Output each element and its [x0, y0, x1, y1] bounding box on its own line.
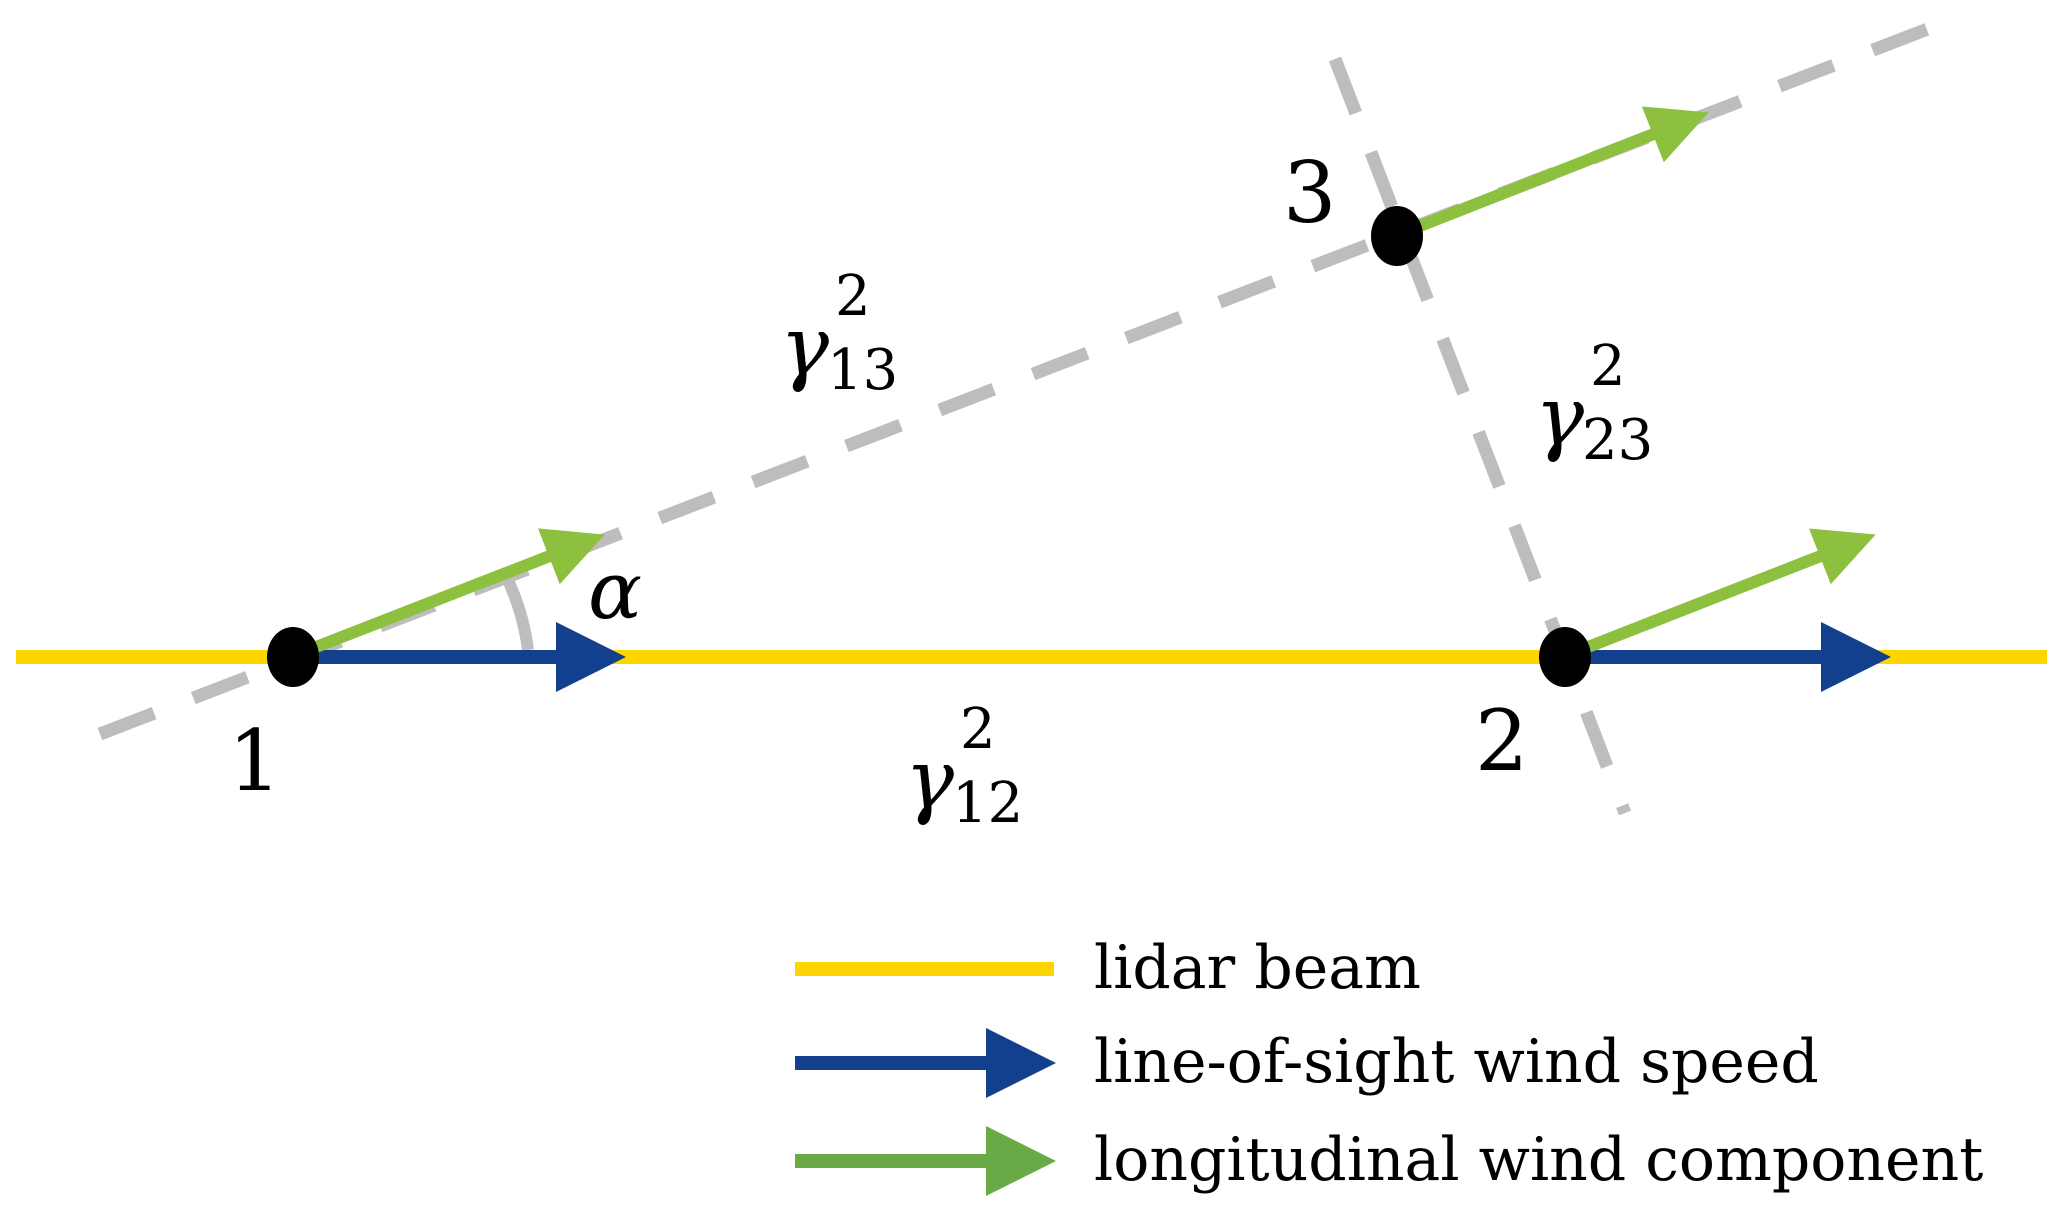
longitudinal-arrow-3 — [1394, 106, 1709, 241]
coherence-label-23: γ 2 23 — [1535, 334, 1653, 473]
angle-arc — [499, 571, 534, 651]
superscript: 2 — [960, 697, 996, 762]
legend-label: longitudinal wind component — [1094, 1125, 1983, 1195]
point-2 — [1539, 627, 1591, 687]
legend-label: lidar beam — [1094, 933, 1421, 1003]
point-label-2: 2 — [1475, 692, 1528, 790]
coherence-label-12: γ 2 12 — [905, 697, 1023, 836]
point-label-1: 1 — [228, 712, 281, 810]
gamma-symbol: γ — [1535, 370, 1585, 465]
superscript: 2 — [1590, 334, 1626, 399]
subscript: 13 — [827, 338, 898, 403]
gamma-symbol: γ — [905, 733, 955, 828]
coherence-label-13: γ 2 13 — [780, 264, 898, 403]
angle-alpha-label: α — [588, 544, 642, 637]
gamma-symbol: γ — [780, 300, 830, 395]
legend-item-los-wind: line-of-sight wind speed — [795, 1027, 1819, 1098]
legend-item-longitudinal-wind: longitudinal wind component — [795, 1125, 1983, 1196]
longitudinal-arrow-2 — [1562, 528, 1876, 662]
longitudinal-arrow-1 — [290, 528, 605, 662]
legend: lidar beam line-of-sight wind speed long… — [795, 933, 1983, 1196]
superscript: 2 — [835, 264, 871, 329]
legend-item-lidar-beam: lidar beam — [795, 933, 1421, 1003]
point-3 — [1371, 206, 1423, 266]
dashed-line-3-2 — [1328, 56, 1632, 816]
legend-label: line-of-sight wind speed — [1094, 1027, 1819, 1097]
subscript: 23 — [1582, 408, 1653, 473]
point-1 — [267, 627, 319, 687]
point-label-3: 3 — [1283, 144, 1336, 242]
subscript: 12 — [952, 771, 1023, 836]
